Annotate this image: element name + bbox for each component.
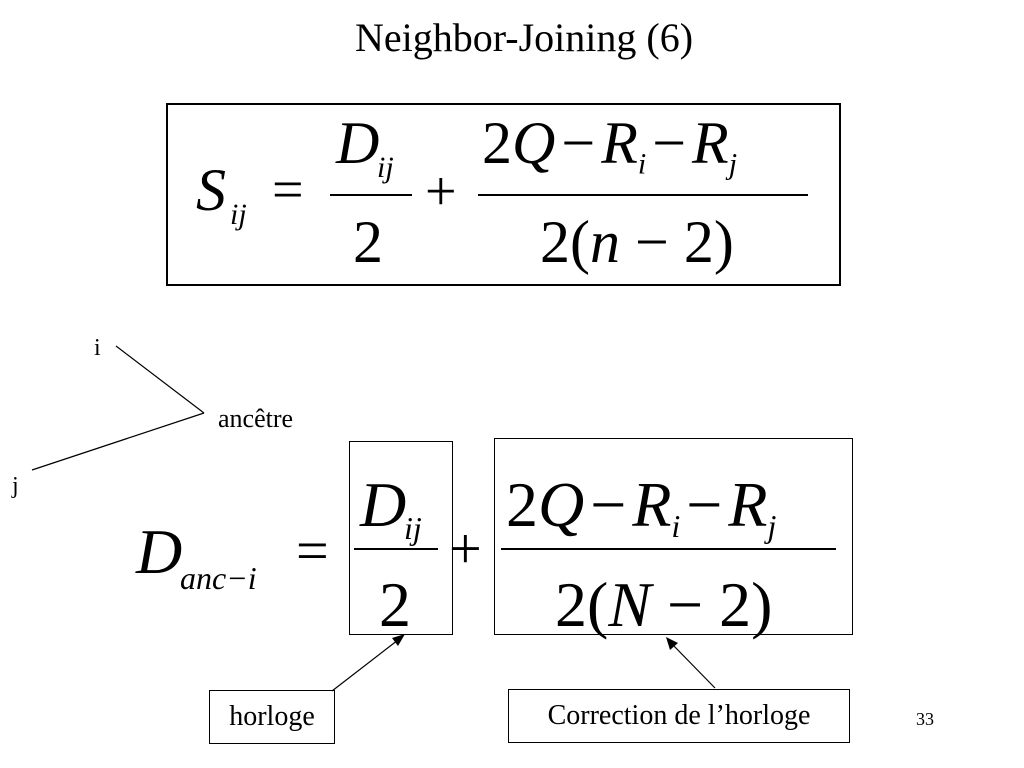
formula2-plus: + [449, 516, 482, 581]
formula2-frac1-numerator-subscript: ij [404, 510, 422, 546]
horloge-arrow-line [331, 639, 399, 692]
formula1-frac1-bar [330, 194, 412, 196]
formula1-equals: = [272, 159, 304, 221]
correction-label: Correction de l’horloge [508, 689, 850, 743]
formula2-lhs-subscript: anc−i [180, 560, 257, 596]
formula2-frac2-numerator: 2Q−Ri−Rj [506, 469, 777, 545]
slide-title: Neighbor-Joining (6) [354, 15, 694, 60]
formula2-frac2-denominator: 2(N − 2) [555, 569, 773, 640]
formula2-equals: = [296, 518, 329, 583]
formula2-lhs: D [136, 516, 183, 587]
correction-arrow-line [671, 643, 716, 689]
formula1-lhs: S [196, 157, 226, 223]
formula1-frac2-numerator: 2Q−Ri−Rj [482, 110, 738, 181]
correction-term-box [494, 438, 853, 635]
formula1-frac1-denominator: 2 [353, 209, 383, 275]
horloge-label: horloge [209, 690, 335, 744]
tree-leaf-j: j [12, 473, 19, 499]
tree-leaf-i: i [94, 335, 101, 361]
formula1-lhs-subscript: ij [230, 198, 247, 231]
formula1-frac2-bar [478, 194, 808, 196]
formula1-frac1-numerator: D [336, 110, 380, 176]
horloge-arrow-head [392, 634, 405, 646]
clock-term-box [349, 441, 453, 635]
formula-box [166, 103, 841, 286]
formula2-frac1-numerator: D [360, 469, 407, 540]
tree-ancestor-label: ancêtre [218, 404, 294, 433]
formula1-plus: + [425, 161, 457, 223]
correction-arrow-head [666, 637, 678, 650]
page-number: 33 [916, 709, 934, 729]
branch-i [115, 345, 205, 414]
formula2-frac2-bar [501, 548, 836, 550]
branch-j [31, 412, 205, 471]
formula2-frac1-denominator: 2 [379, 569, 411, 640]
formula2-frac1-bar [354, 548, 438, 550]
formula1-frac2-denominator: 2(n − 2) [540, 209, 734, 275]
formula1-frac1-numerator-subscript: ij [377, 151, 394, 184]
